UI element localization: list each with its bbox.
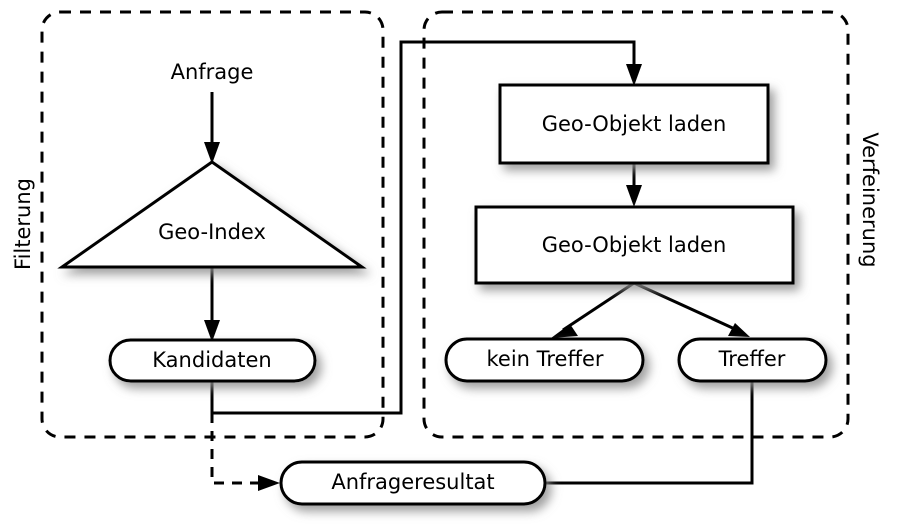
node-treffer-label: Treffer bbox=[718, 347, 786, 371]
node-anfrage[interactable]: Anfrage bbox=[171, 60, 254, 84]
node-treffer-shape bbox=[677, 337, 828, 383]
arrow-head-icon bbox=[551, 324, 578, 338]
node-anfrageresultat-shape bbox=[279, 460, 547, 506]
node-geo-index-label: Geo-Index bbox=[158, 220, 266, 244]
node-kandidaten-shape bbox=[108, 338, 317, 383]
node-geo-objekt-laden-1-shape bbox=[498, 83, 770, 165]
group-verfeinerung-label: Verfeinerung bbox=[858, 132, 882, 267]
edge-geo-index-to-kandidaten bbox=[204, 267, 220, 342]
group-filterung-label: Filterung bbox=[11, 178, 35, 270]
edge-anfrage-to-geo-index bbox=[204, 92, 220, 164]
edge-treffer-to-anfrageresultat bbox=[545, 381, 754, 485]
node-kein-treffer[interactable]: kein Treffer bbox=[444, 337, 645, 383]
node-geo-index-shape bbox=[57, 160, 367, 269]
node-geo-objekt-laden-1-label: Geo-Objekt laden bbox=[542, 112, 727, 136]
node-anfrageresultat-label: Anfrageresultat bbox=[331, 470, 494, 494]
edge-geo-objekt-2-to-kein-treffer bbox=[551, 281, 635, 338]
node-treffer[interactable]: Treffer bbox=[677, 337, 828, 383]
node-geo-index[interactable]: Geo-Index bbox=[57, 160, 367, 269]
node-geo-objekt-laden-2-shape bbox=[474, 205, 795, 285]
node-kein-treffer-label: kein Treffer bbox=[486, 347, 603, 371]
arrow-head-icon bbox=[626, 64, 642, 86]
edge-geo-objekt-1-to-geo-objekt-2 bbox=[626, 163, 642, 207]
node-geo-objekt-laden-1[interactable]: Geo-Objekt laden bbox=[498, 83, 770, 165]
arrow-head-icon bbox=[728, 323, 750, 337]
node-anfrage-label: Anfrage bbox=[171, 60, 254, 84]
arrow-head-icon bbox=[258, 475, 280, 491]
node-geo-objekt-laden-2-label: Geo-Objekt laden bbox=[542, 233, 727, 257]
node-kein-treffer-shape bbox=[444, 337, 645, 383]
group-verfeinerung-border bbox=[422, 10, 850, 439]
edge-kandidaten-to-anfrageresultat bbox=[210, 413, 280, 491]
edge-kandidaten-to-geo-objekt-1 bbox=[210, 40, 642, 415]
group-verfeinerung: Verfeinerung bbox=[422, 10, 882, 439]
arrow-head-icon bbox=[204, 142, 220, 164]
node-geo-objekt-laden-2[interactable]: Geo-Objekt laden bbox=[474, 205, 795, 285]
arrow-head-icon bbox=[626, 185, 642, 207]
node-kandidaten-label: Kandidaten bbox=[152, 348, 271, 372]
arrow-head-icon bbox=[204, 320, 220, 342]
edge-geo-objekt-2-to-treffer bbox=[633, 281, 750, 337]
node-kandidaten[interactable]: Kandidaten bbox=[108, 338, 317, 383]
node-anfrageresultat[interactable]: Anfrageresultat bbox=[279, 460, 547, 506]
